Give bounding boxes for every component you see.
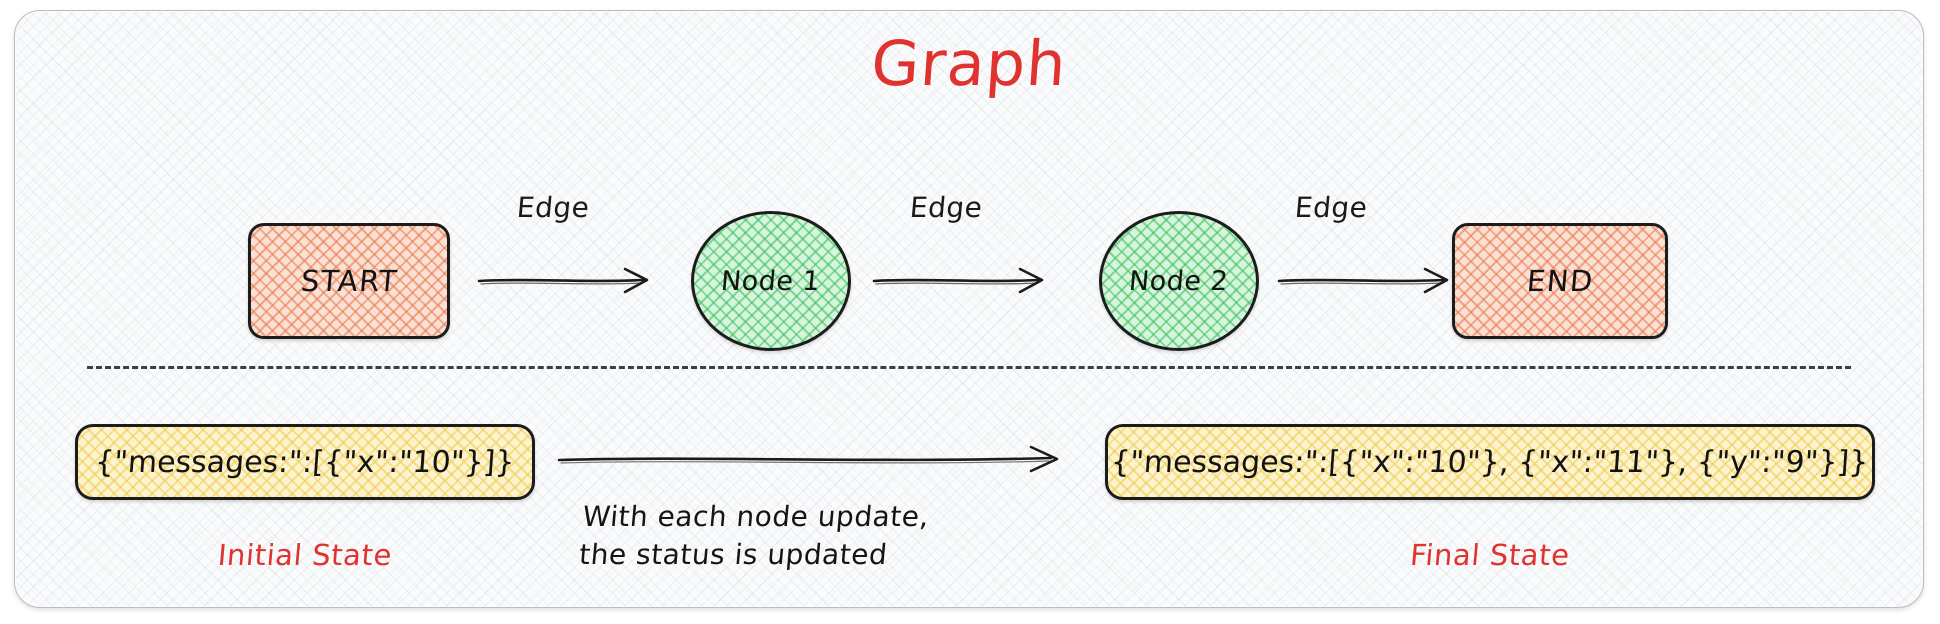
edge-arrow-node1-node2: [872, 267, 1044, 294]
initial-state-caption: Initial State: [216, 538, 394, 572]
section-divider: [87, 366, 1851, 369]
initial-state-box[interactable]: {"messages:":[{"x":"10"}]}: [75, 424, 535, 500]
edge-arrow-start-node1: [477, 267, 649, 294]
transition-caption-line-1: With each node update,: [581, 500, 931, 533]
graph-node-end-label: END: [1525, 264, 1595, 298]
graph-node-node2-label: Node 2: [1128, 265, 1230, 297]
final-state-caption: Final State: [1408, 538, 1572, 572]
final-state-value: {"messages:":[{"x":"10"}, {"x":"11"}, {"…: [1110, 444, 1870, 480]
transition-caption-line-2: the status is updated: [577, 538, 889, 571]
graph-node-node1[interactable]: Node 1: [691, 211, 851, 351]
graph-node-start-label: START: [299, 264, 399, 298]
diagram-card: Graph START Edge Node 1 Edge Node 2: [14, 10, 1924, 608]
page-title: Graph: [868, 27, 1070, 100]
transition-caption: With each node update, the status is upd…: [578, 498, 1025, 574]
edge-label-start-node1: Edge: [515, 191, 591, 224]
final-state-box[interactable]: {"messages:":[{"x":"10"}, {"x":"11"}, {"…: [1105, 424, 1875, 500]
edge-arrow-node2-end: [1277, 267, 1449, 294]
graph-node-start[interactable]: START: [248, 223, 450, 339]
graph-node-node1-label: Node 1: [720, 265, 822, 297]
graph-node-end[interactable]: END: [1452, 223, 1668, 339]
edge-label-node1-node2: Edge: [908, 191, 984, 224]
edge-label-node2-end: Edge: [1293, 191, 1369, 224]
state-transition-arrow: [557, 445, 1059, 473]
initial-state-value: {"messages:":[{"x":"10"}]}: [94, 444, 516, 480]
graph-node-node2[interactable]: Node 2: [1099, 211, 1259, 351]
